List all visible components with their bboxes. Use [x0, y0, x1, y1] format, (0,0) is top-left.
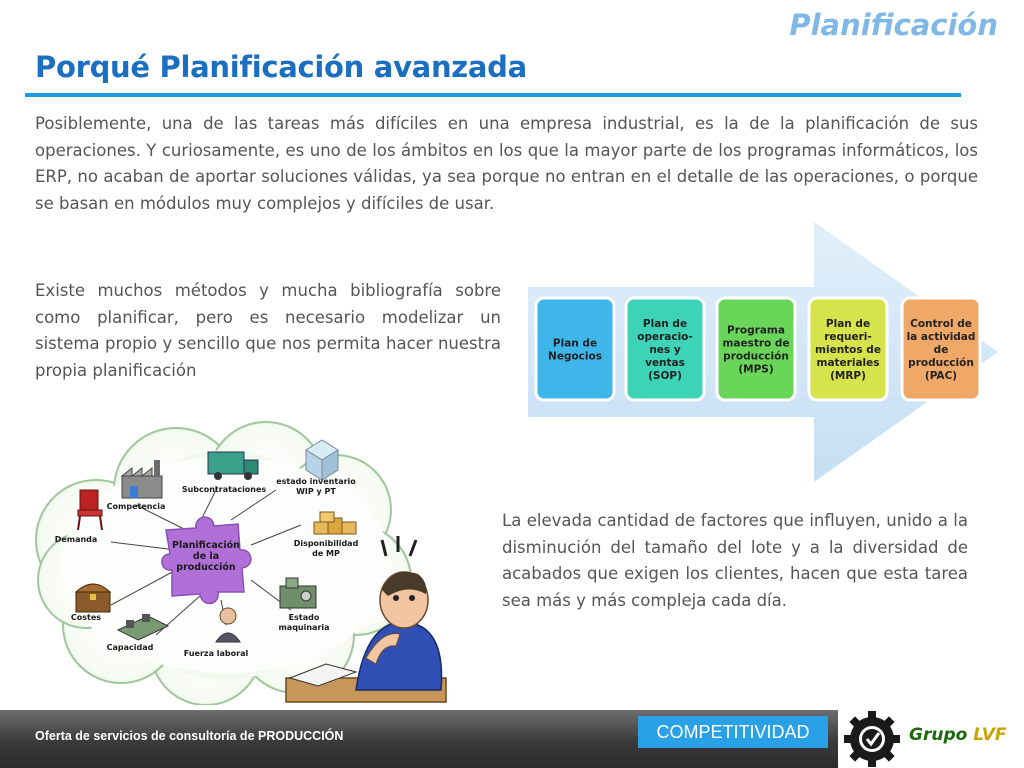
- mind-node-label: Subcontrataciones: [182, 485, 267, 494]
- boxes-icon: [313, 511, 357, 535]
- brand-name: Grupo LVF: [909, 725, 1006, 745]
- process-step-label: operacio-: [637, 331, 693, 343]
- methods-paragraph: Existe muchos métodos y mucha bibliograf…: [35, 281, 501, 380]
- center-label-line: Planificación: [172, 540, 240, 551]
- title-divider: [25, 93, 961, 97]
- process-step-label: (PAC): [925, 370, 957, 382]
- worker-icon: [215, 607, 241, 643]
- process-step-label: nes y: [649, 344, 681, 356]
- intro-paragraph: Posiblemente, una de las tareas más difí…: [35, 114, 978, 213]
- treasure-chest-icon: [74, 583, 112, 613]
- mind-node-label: WIP y PT: [296, 487, 336, 496]
- mind-node-label: Costes: [71, 613, 101, 622]
- process-step-label: Plan de: [826, 318, 870, 330]
- mind-node-label: Demanda: [55, 535, 98, 544]
- process-step-label: mientos de: [815, 344, 881, 356]
- brand-suffix: LVF: [973, 725, 1007, 745]
- mind-node-label: Fuerza laboral: [184, 649, 249, 658]
- mind-node-label: Competencia: [107, 502, 166, 511]
- process-step-label: maestro de: [722, 338, 789, 350]
- center-label-line: producción: [176, 562, 236, 573]
- process-step-label: (SOP): [648, 370, 682, 382]
- process-step-label: producción: [723, 351, 789, 363]
- mind-node-label: maquinaria: [278, 623, 329, 632]
- process-step-label: requeri-: [824, 331, 872, 343]
- mind-node-label: estado inventario: [276, 477, 356, 486]
- process-step-label: de: [934, 344, 949, 356]
- pallet-icon: [305, 439, 339, 481]
- mind-node-label: Estado: [289, 613, 320, 622]
- process-step-label: Programa: [727, 325, 785, 337]
- thinking-man-icon: [285, 536, 447, 703]
- process-step-label: (MPS): [738, 364, 773, 376]
- production-line-icon: [116, 614, 170, 641]
- mind-node-label: Capacidad: [107, 643, 154, 652]
- center-label-line: de la: [193, 551, 219, 562]
- factors-paragraph: La elevada cantidad de factores que infl…: [502, 511, 968, 610]
- chair-icon: [77, 489, 103, 531]
- process-step-label: (MRP): [830, 370, 866, 382]
- section-title: Planificación: [789, 8, 998, 42]
- process-step-label: Negocios: [548, 351, 602, 363]
- process-step-label: Control de: [910, 318, 972, 330]
- truck-icon: [207, 451, 259, 480]
- process-step-label: materiales: [817, 357, 880, 369]
- gear-check-logo-icon: [844, 711, 900, 767]
- process-step-label: Plan de: [643, 318, 687, 330]
- footer: Oferta de servicios de consultoría de PR…: [0, 710, 1024, 768]
- machine-icon: [279, 577, 317, 609]
- process-step-label: ventas: [645, 357, 685, 369]
- puzzle-piece-icon: [161, 516, 252, 605]
- process-step-label: producción: [908, 357, 974, 369]
- factory-icon: [120, 460, 163, 499]
- page-title: Porqué Planificación avanzada: [35, 50, 527, 84]
- brand-prefix: Grupo: [909, 725, 968, 745]
- process-step-label: la actividad: [907, 331, 976, 343]
- process-step-label: Plan de: [553, 338, 597, 350]
- mind-node-label: Disponibilidad: [294, 539, 359, 548]
- mind-node-label: de MP: [312, 549, 340, 558]
- footer-tab: COMPETITIVIDAD: [638, 716, 828, 748]
- footer-text: Oferta de servicios de consultoría de PR…: [35, 729, 344, 743]
